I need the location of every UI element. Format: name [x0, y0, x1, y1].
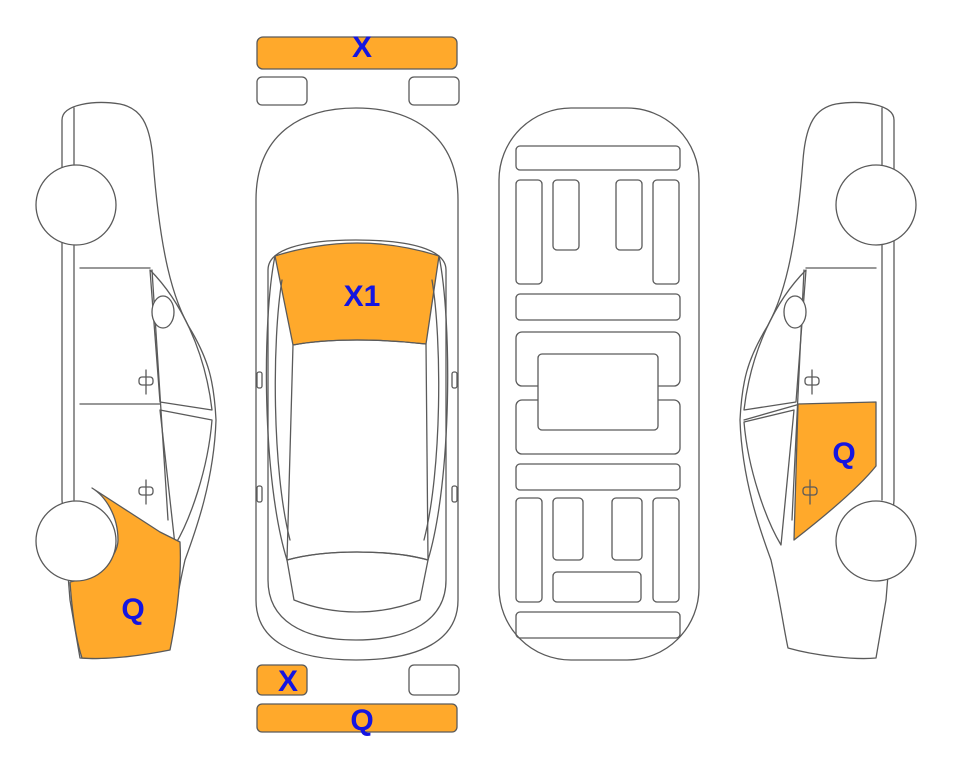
underbody-front-bar	[515, 145, 681, 171]
left-rear-quarter-damage	[69, 487, 182, 660]
top-view-right-rear-mirror	[451, 485, 458, 503]
underbody-outline	[498, 107, 700, 661]
underbody-center-plate	[537, 353, 659, 431]
front-left-light	[256, 76, 308, 106]
underbody-rear-left-rail	[515, 497, 543, 603]
top-view-roof	[286, 339, 429, 561]
windshield-label: X1	[344, 280, 381, 313]
underbody-view	[498, 107, 700, 661]
top-view-inner-outline	[267, 239, 447, 641]
front-right-light	[408, 76, 460, 106]
right-side-rear-window	[743, 409, 795, 546]
top-view-body-outline	[255, 107, 459, 661]
underbody-rear-right-rail	[652, 497, 680, 603]
front-bumper-damage	[256, 36, 458, 70]
underbody-rear-right-pod	[611, 497, 643, 561]
underbody-front-right-pod	[615, 179, 643, 251]
right-side-body-outline	[739, 101, 895, 660]
left-front-wheel	[35, 164, 117, 246]
left-rear-quarter-label: Q	[121, 593, 144, 626]
left-side-rear-window	[159, 409, 213, 546]
left-side-front-window	[149, 269, 213, 411]
right-rear-quarter-label: Q	[832, 437, 855, 470]
underbody-cross-member-1	[515, 293, 681, 321]
top-view-left-rear-mirror	[256, 485, 263, 503]
underbody-rear-bar	[515, 611, 681, 639]
right-side-mirror	[783, 295, 807, 329]
rear-left-light-damage	[256, 664, 308, 696]
right-rear-quarter-damage	[793, 401, 877, 541]
underbody-front-left-rail	[515, 179, 543, 285]
rear-bumper-damage	[256, 703, 458, 733]
rear-left-light-label: X	[278, 665, 298, 698]
front-bumper-label: X	[352, 31, 372, 64]
top-view-right-side-glass	[427, 255, 449, 561]
left-rear-wheel	[35, 500, 117, 582]
rear-right-light	[408, 664, 460, 696]
top-view-right-pillar	[423, 279, 440, 541]
top-view-left-side-glass	[265, 255, 288, 561]
top-view-left-mirror	[256, 371, 263, 389]
right-front-wheel	[835, 164, 917, 246]
top-view-left-pillar	[274, 279, 291, 541]
left-side-mirror	[151, 295, 175, 329]
top-view: X X1 X Q	[255, 31, 460, 737]
underbody-front-right-rail	[652, 179, 680, 285]
right-side-rear-handle-icon	[802, 479, 818, 505]
left-side-rear-handle-icon	[138, 479, 154, 505]
top-view-rear-window	[286, 551, 429, 613]
top-view-right-mirror	[451, 371, 458, 389]
right-side-door-split	[743, 403, 801, 421]
underbody-cross-member-2	[515, 463, 681, 491]
right-side-front-handle-icon	[804, 369, 820, 395]
rear-bumper-label: Q	[350, 704, 373, 737]
right-side-front-window	[743, 269, 807, 411]
right-rear-wheel	[835, 500, 917, 582]
right-side-view: Q	[739, 101, 917, 660]
underbody-front-left-pod	[552, 179, 580, 251]
left-side-view: Q	[35, 101, 217, 660]
underbody-rear-plate	[552, 571, 642, 603]
left-side-front-handle-icon	[138, 369, 154, 395]
underbody-rear-left-pod	[552, 497, 584, 561]
